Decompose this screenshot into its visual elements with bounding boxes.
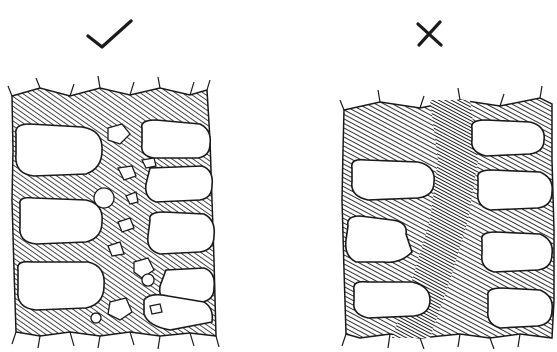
stone [346, 216, 412, 262]
small-stone [142, 274, 154, 286]
stone [352, 160, 434, 200]
stone [472, 120, 544, 156]
wall-section-incorrect [340, 86, 554, 349]
stone [488, 288, 553, 328]
stone [148, 212, 215, 254]
stone [478, 170, 553, 210]
stone [18, 262, 104, 310]
check-icon [88, 21, 131, 47]
small-stone [91, 313, 101, 323]
cross-icon [418, 22, 441, 45]
stone [16, 124, 102, 176]
wall-section-correct [8, 76, 219, 349]
stone [142, 120, 211, 158]
stone [20, 198, 102, 244]
stone [146, 166, 213, 202]
stone [482, 232, 553, 272]
small-stone [94, 188, 114, 208]
small-stone [150, 304, 162, 314]
stone [354, 282, 430, 318]
